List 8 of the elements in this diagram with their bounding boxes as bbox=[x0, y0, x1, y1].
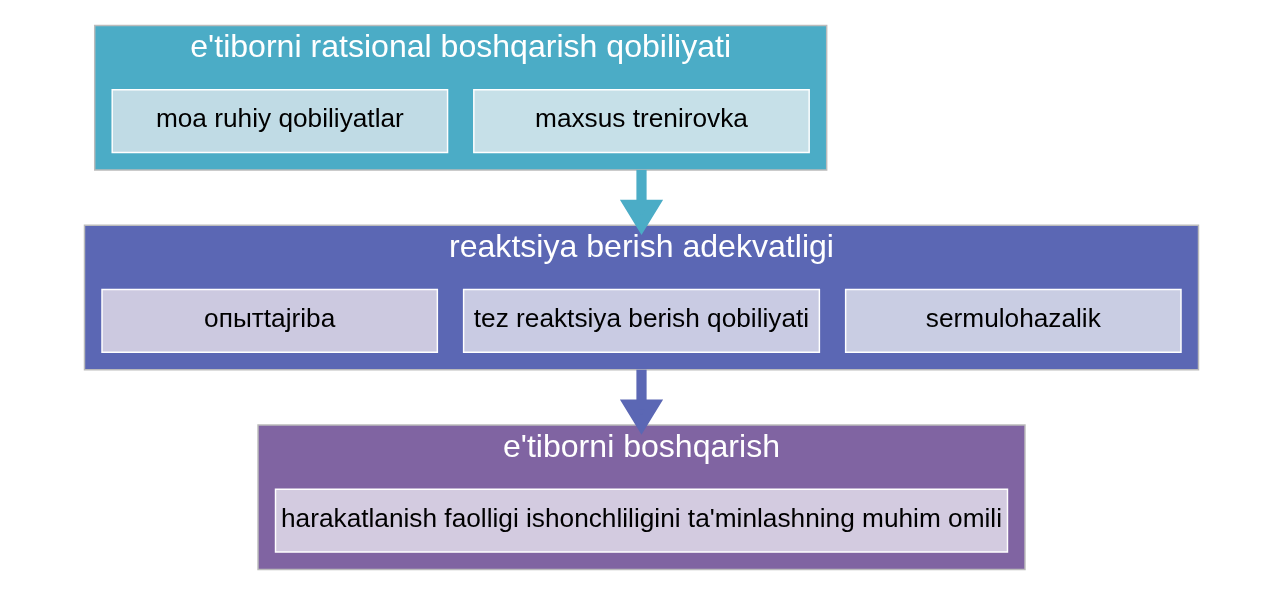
arrow bbox=[619, 369, 664, 435]
node-box: sermulohazalik bbox=[844, 288, 1182, 353]
node-box: опытtajriba bbox=[101, 288, 439, 353]
arrow bbox=[619, 169, 664, 236]
node-box: tez reaktsiya berish qobiliyati bbox=[462, 288, 821, 353]
node-box: harakatlanish faolligi ishonchliligini ta'minlashning muhim omili bbox=[274, 488, 1009, 553]
node-box: maxsus trenirovka bbox=[473, 89, 810, 154]
node-box: moa ruhiy qobiliyatlar bbox=[111, 89, 449, 154]
